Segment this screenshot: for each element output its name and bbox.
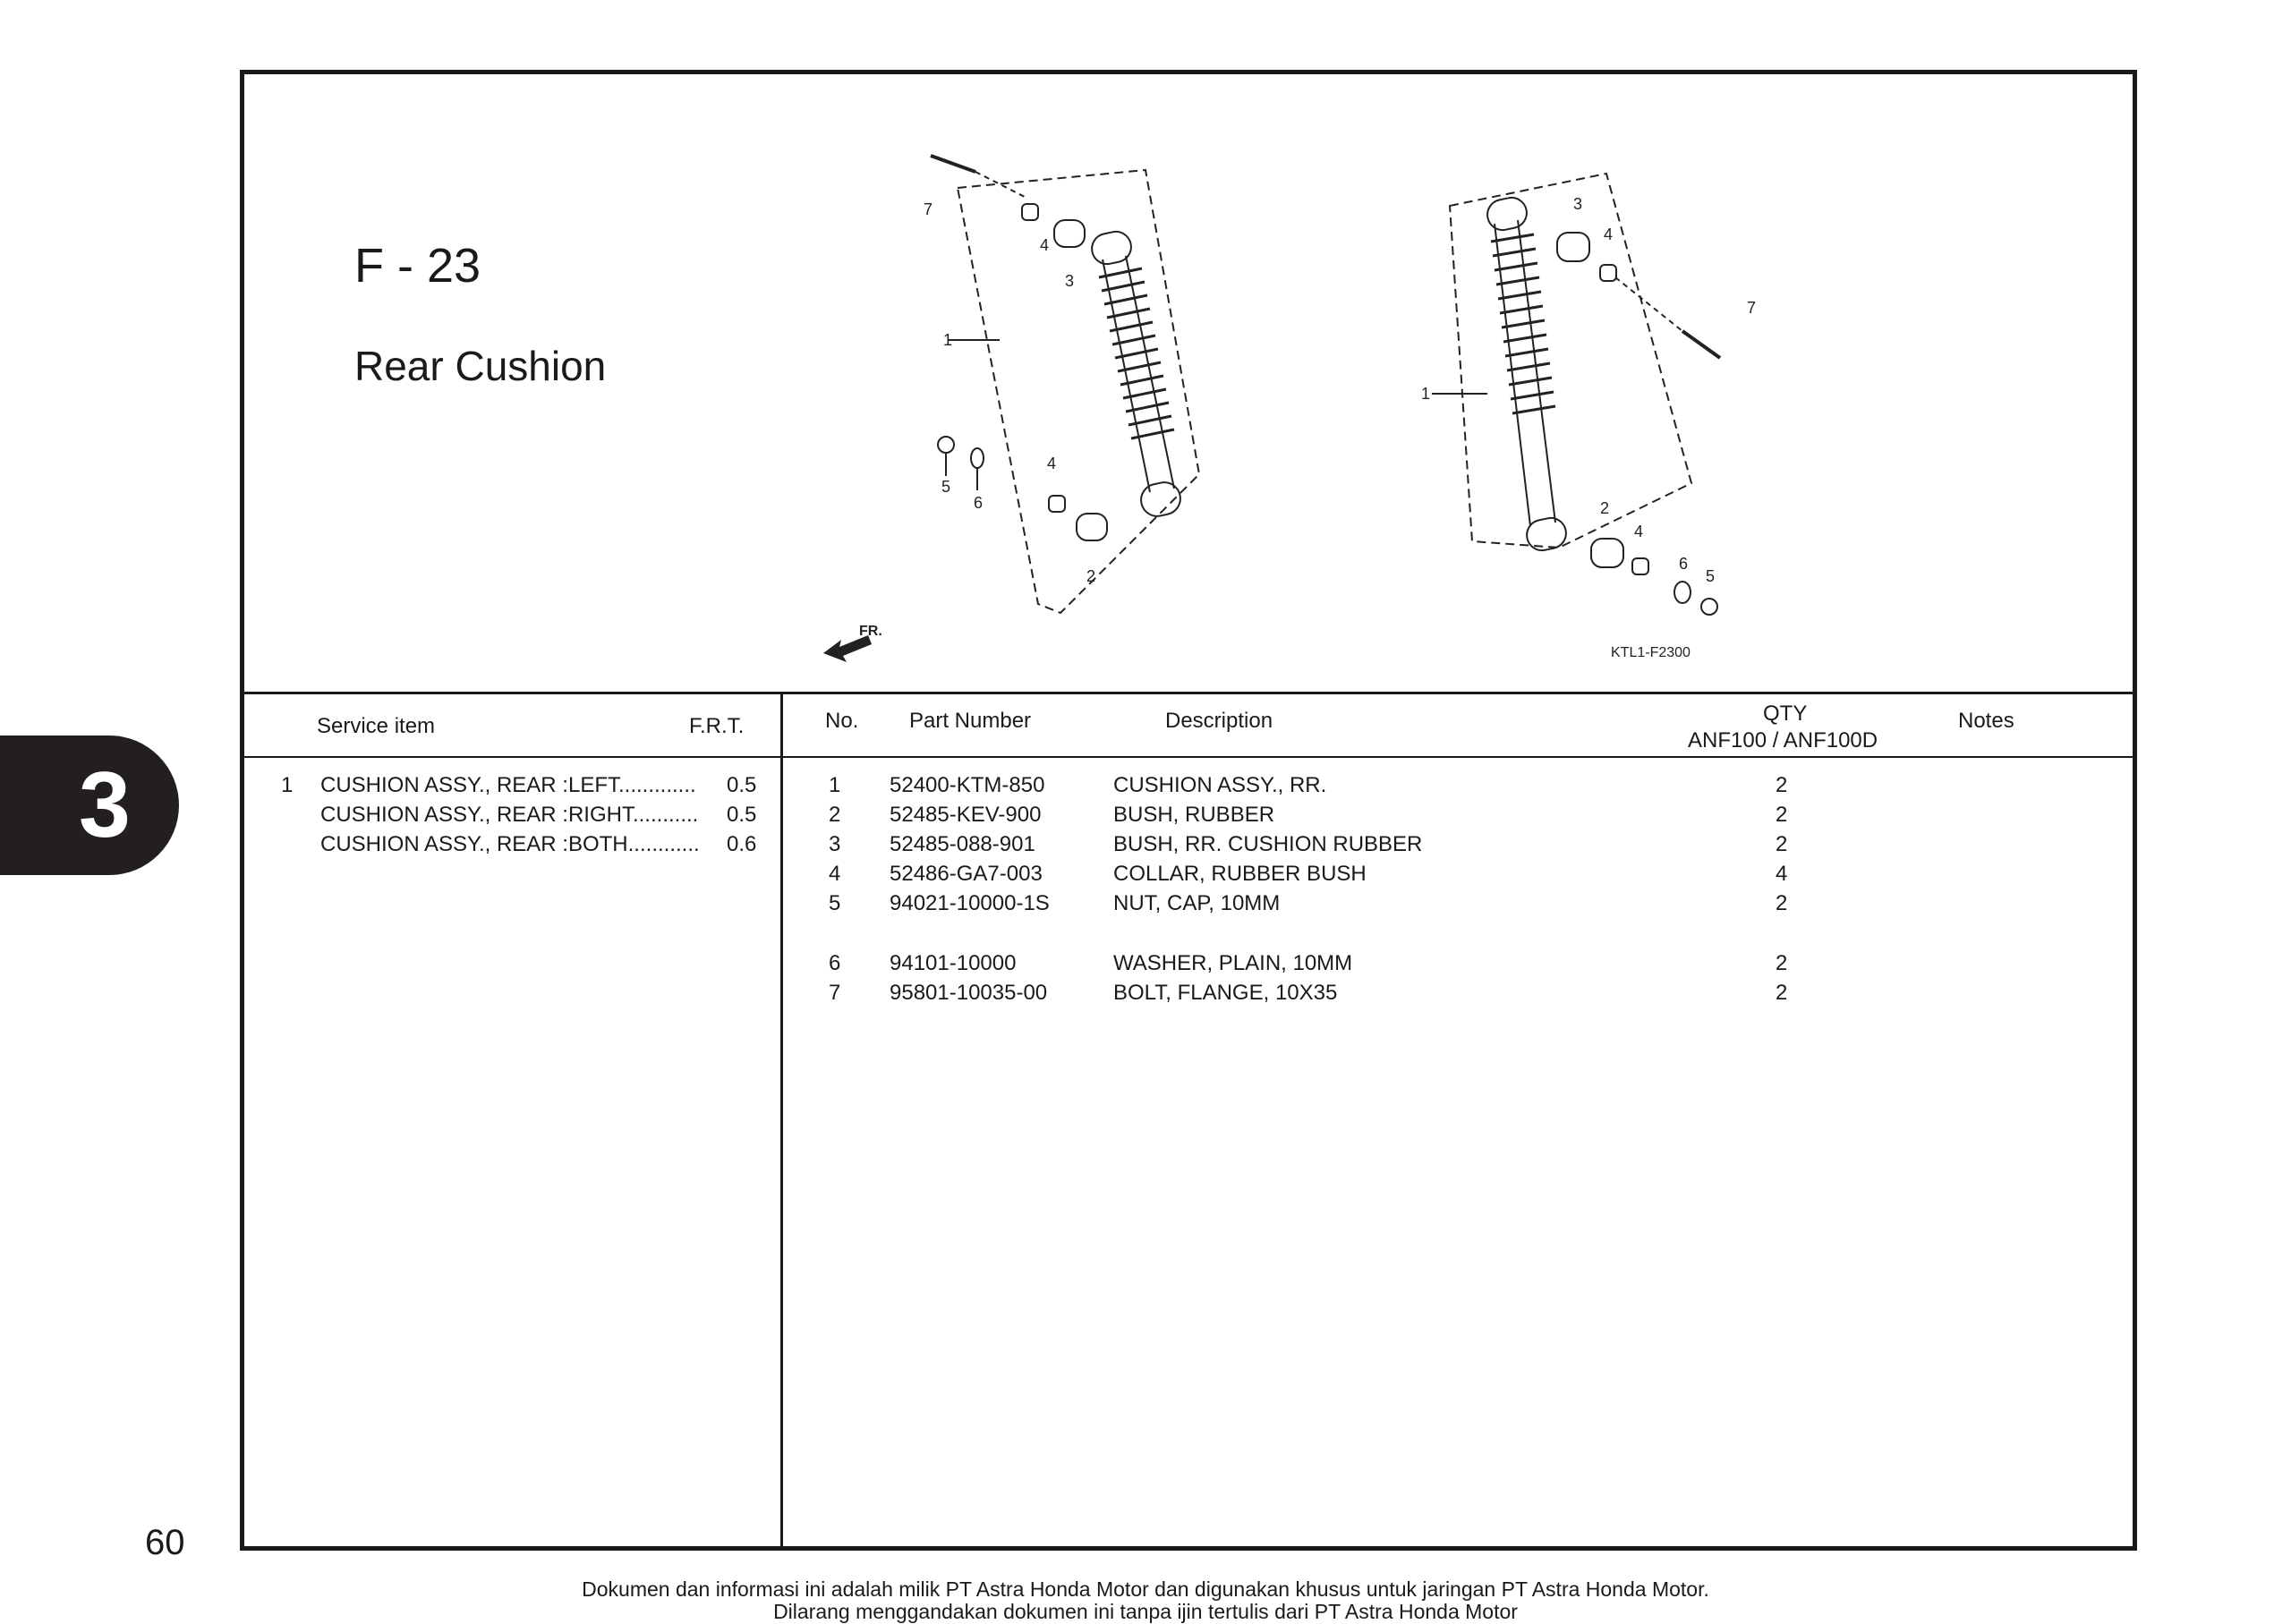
callout-r1: 1	[1421, 385, 1430, 403]
part-qty: 2	[1776, 891, 1788, 915]
left-shock-absorber	[1091, 230, 1181, 517]
part-qty: 2	[1776, 803, 1788, 827]
section-tab	[0, 735, 179, 875]
part-no: 1	[829, 773, 841, 797]
part-no: 3	[829, 832, 841, 856]
part-qty: 2	[1776, 951, 1788, 975]
part-no: 7	[829, 981, 841, 1005]
callout-7: 7	[924, 200, 933, 218]
notes-header: Notes	[1958, 709, 2014, 733]
left-assembly-outline	[956, 168, 1201, 615]
callout-r5: 5	[1706, 567, 1715, 585]
figure-id: F - 23	[354, 239, 481, 293]
left-spring	[1098, 267, 1175, 440]
right-collar-4	[1599, 264, 1617, 282]
part-description: BUSH, RR. CUSHION RUBBER	[1113, 832, 1423, 856]
part-no: 2	[829, 803, 841, 827]
left-washer-6	[970, 447, 984, 469]
callout-4b: 4	[1047, 455, 1056, 472]
description-header: Description	[1165, 709, 1273, 733]
right-assembly-outline	[1448, 172, 1693, 549]
table-top-rule	[240, 692, 2137, 694]
column-divider	[780, 692, 783, 1551]
part-number: 95801-10035-00	[890, 981, 1048, 1005]
page-number: 60	[145, 1523, 185, 1562]
figure-title: Rear Cushion	[354, 343, 607, 389]
part-qty: 2	[1776, 981, 1788, 1005]
part-no: 4	[829, 862, 841, 886]
part-number: 94101-10000	[890, 951, 1017, 975]
service-item-frt: 0.5	[727, 803, 757, 827]
part-qty: 2	[1776, 832, 1788, 856]
part-description: CUSHION ASSY., RR.	[1113, 773, 1327, 797]
part-no: 6	[829, 951, 841, 975]
callout-r6: 6	[1679, 555, 1688, 573]
callout-r3: 3	[1573, 195, 1582, 213]
right-spring	[1490, 233, 1556, 415]
callout-6: 6	[974, 494, 983, 512]
front-arrow-label: FR.	[859, 624, 882, 639]
qty-header: QTY	[1763, 701, 1808, 726]
service-item-no: 1	[281, 773, 294, 797]
right-collar-4b	[1631, 557, 1649, 575]
part-description: BOLT, FLANGE, 10X35	[1113, 981, 1338, 1005]
frt-header: F.R.T.	[689, 714, 745, 738]
table-header-rule	[240, 756, 2137, 758]
parts-no-header: No.	[825, 709, 859, 733]
part-number: 52485-088-901	[890, 832, 1035, 856]
callout-r4: 4	[1604, 225, 1613, 243]
left-nut-5	[937, 436, 955, 454]
callout-1: 1	[943, 331, 952, 349]
left-bush-2	[1076, 513, 1108, 541]
service-item-header: Service item	[317, 714, 436, 738]
service-item-frt: 0.6	[727, 832, 757, 856]
service-item-frt: 0.5	[727, 773, 757, 797]
right-nut-5	[1700, 598, 1718, 616]
right-shock-absorber	[1486, 196, 1567, 552]
exploded-parts-diagram: 1 2 3 4 5 6 7 4 1 3 4 7 2 4 6 5 FR. KTL1…	[823, 154, 1756, 662]
part-qty: 2	[1776, 773, 1788, 797]
figure-code: KTL1-F2300	[1611, 645, 1691, 660]
qty-models-header: ANF100 / ANF100D	[1688, 728, 1878, 752]
footer-line-2: Dilarang menggandakan dokumen ini tanpa …	[773, 1600, 1518, 1623]
part-qty: 4	[1776, 862, 1788, 886]
callout-3: 3	[1065, 272, 1074, 290]
callout-4: 4	[1040, 236, 1049, 254]
left-bolt-7	[930, 154, 976, 174]
part-description: WASHER, PLAIN, 10MM	[1113, 951, 1353, 975]
front-arrow-icon	[823, 635, 872, 662]
service-item-text: CUSHION ASSY., REAR :RIGHT...........	[320, 803, 699, 827]
left-collar-4b	[1048, 495, 1066, 513]
footer-line-1: Dokumen dan informasi ini adalah milik P…	[582, 1577, 1709, 1601]
callout-2: 2	[1086, 567, 1095, 585]
callout-r2: 2	[1600, 499, 1609, 517]
left-collar-4	[1021, 203, 1039, 221]
service-item-text: CUSHION ASSY., REAR :LEFT.............	[320, 773, 696, 797]
right-bush-3	[1556, 232, 1590, 262]
part-number-header: Part Number	[909, 709, 1032, 733]
page-frame	[240, 70, 2137, 1551]
part-number: 52486-GA7-003	[890, 862, 1043, 886]
callout-r4b: 4	[1634, 523, 1643, 540]
service-item-text: CUSHION ASSY., REAR :BOTH............	[320, 832, 700, 856]
callout-r7: 7	[1747, 299, 1756, 317]
callout-5: 5	[941, 478, 950, 496]
left-bush-3	[1053, 219, 1086, 248]
part-description: COLLAR, RUBBER BUSH	[1113, 862, 1367, 886]
part-number: 52485-KEV-900	[890, 803, 1042, 827]
part-description: BUSH, RUBBER	[1113, 803, 1275, 827]
right-bolt-7	[1681, 329, 1722, 360]
section-tab-number: 3	[79, 753, 131, 857]
right-washer-6	[1674, 581, 1691, 604]
part-description: NUT, CAP, 10MM	[1113, 891, 1281, 915]
part-number: 52400-KTM-850	[890, 773, 1045, 797]
part-no: 5	[829, 891, 841, 915]
right-bush-2	[1590, 538, 1624, 568]
part-number: 94021-10000-1S	[890, 891, 1050, 915]
